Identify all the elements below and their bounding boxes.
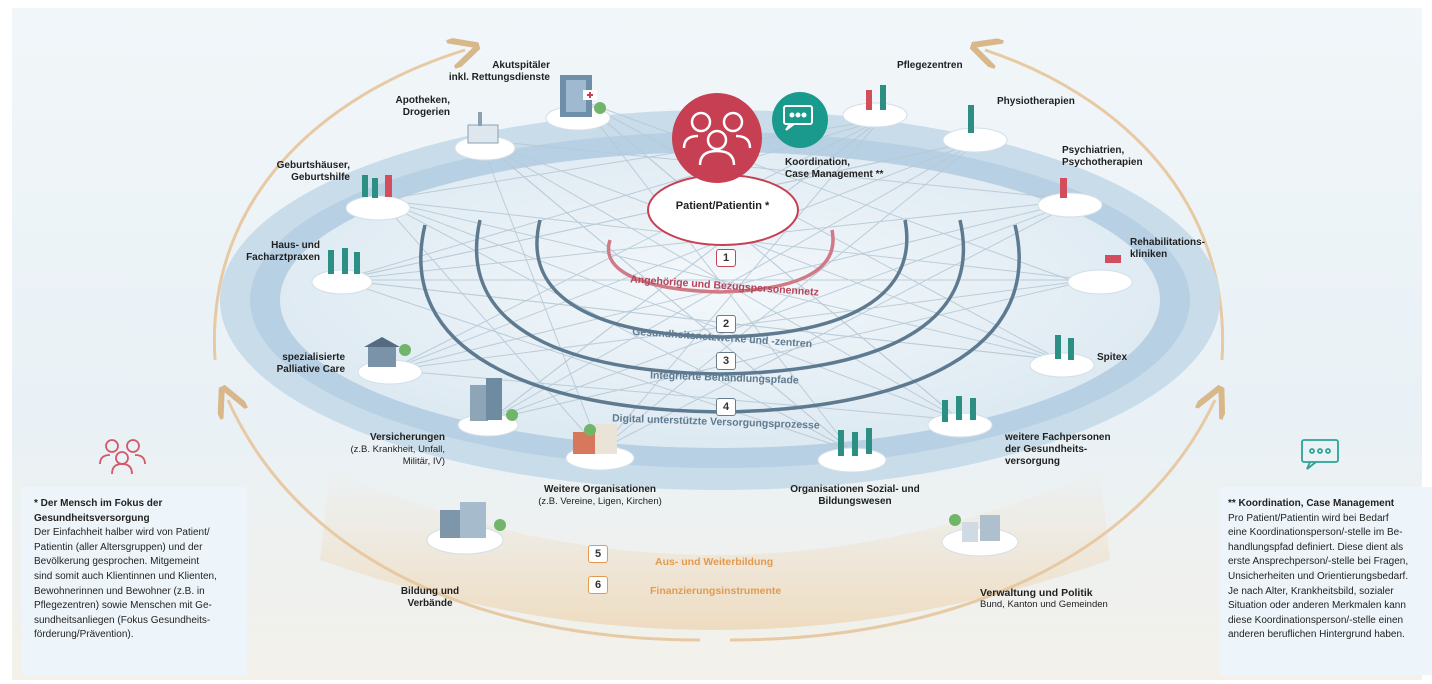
ring-label-6: Finanzierungsinstrumente: [650, 585, 782, 597]
right-panel-body: Pro Patient/Patientin wird bei Bedarf ei…: [1228, 512, 1409, 641]
left-panel-title: * Der Mensch im Fokus der Gesundheitsver…: [34, 498, 163, 524]
left-panel-body: Der Einfachheit halber wird von Patient/…: [34, 527, 217, 641]
ring-number-2: 2: [716, 315, 736, 333]
chat-bubble-icon: [783, 105, 813, 131]
label-psychiatrien: Psychiatrien, Psychotherapien: [1062, 145, 1143, 168]
node-platform-physio: [942, 127, 1008, 153]
right-info-panel: ** Koordination, Case Management Pro Pat…: [1220, 487, 1432, 675]
label-spitex: Spitex: [1097, 352, 1128, 363]
care-ring-inner: [280, 152, 1160, 448]
people-outline-icon: [99, 439, 146, 475]
right-panel-title: ** Koordination, Case Management: [1228, 498, 1395, 509]
label-hausarzt: Haus- und Facharztpraxen: [246, 240, 320, 263]
label-verwaltung: Verwaltung und Politik Bund, Kanton und …: [980, 587, 1140, 611]
label-palliative: spezialisierte Palliative Care: [276, 352, 345, 375]
label-sozial: Organisationen Sozial- und Bildungswesen: [790, 484, 920, 507]
patient-icon-circle: [672, 93, 762, 183]
outer-cycle-arrows: [212, 50, 1222, 642]
coordination-icon-circle: [772, 92, 828, 148]
label-fachpersonen: weitere Fachpersonen der Gesundheits- ve…: [1005, 432, 1111, 467]
verwaltung-sub: Bund, Kanton und Gemeinden: [980, 599, 1108, 610]
outer-orange-band: [320, 470, 1110, 630]
node-platform-spitex: [1029, 352, 1095, 378]
label-bildung: Bildung und Verbände: [400, 586, 460, 609]
versicherungen-title: Versicherungen: [369, 432, 445, 443]
ring-number-5: 5: [588, 545, 608, 563]
node-platform-pflegezentren: [842, 102, 908, 128]
versicherungen-sub: (z.B. Krankheit, Unfall, Militär, IV): [350, 444, 445, 467]
node-platform-psychiatrien: [1037, 192, 1103, 218]
ring-label-5: Aus- und Weiterbildung: [655, 556, 774, 568]
node-illustrations: [328, 75, 1121, 542]
label-physio: Physiotherapien: [997, 96, 1075, 107]
node-platform-geburtshaeuser: [345, 195, 411, 221]
label-versicherungen: Versicherungen (z.B. Krankheit, Unfall, …: [330, 432, 445, 468]
verwaltung-title: Verwaltung und Politik: [980, 587, 1093, 599]
ring-number-1: 1: [716, 249, 736, 267]
ring-number-3: 3: [716, 352, 736, 370]
label-pflegezentren: Pflegezentren: [897, 60, 963, 71]
label-geburtshaeuser: Geburtshäuser, Geburtshilfe: [276, 160, 350, 183]
label-akutspitaeler: Akutspitäler inkl. Rettungsdienste: [448, 60, 550, 83]
label-apotheken: Apotheken, Drogerien: [395, 95, 450, 118]
patient-label: Patient/Patientin *: [675, 200, 770, 212]
people-icon: [682, 111, 752, 166]
weitere-org-title: Weitere Organisationen: [543, 484, 657, 495]
coordination-label: Koordination, Case Management **: [785, 157, 884, 180]
weitere-org-sub: (z.B. Vereine, Ligen, Kirchen): [538, 496, 662, 507]
ring-number-6: 6: [588, 576, 608, 594]
left-info-panel: * Der Mensch im Fokus der Gesundheitsver…: [22, 487, 247, 675]
label-weitere-org: Weitere Organisationen (z.B. Vereine, Li…: [520, 484, 680, 508]
label-reha: Rehabilitations- kliniken: [1130, 237, 1206, 260]
chat-outline-icon: [1301, 439, 1339, 470]
node-platform-reha: [1067, 269, 1133, 295]
ring-number-4: 4: [716, 398, 736, 416]
